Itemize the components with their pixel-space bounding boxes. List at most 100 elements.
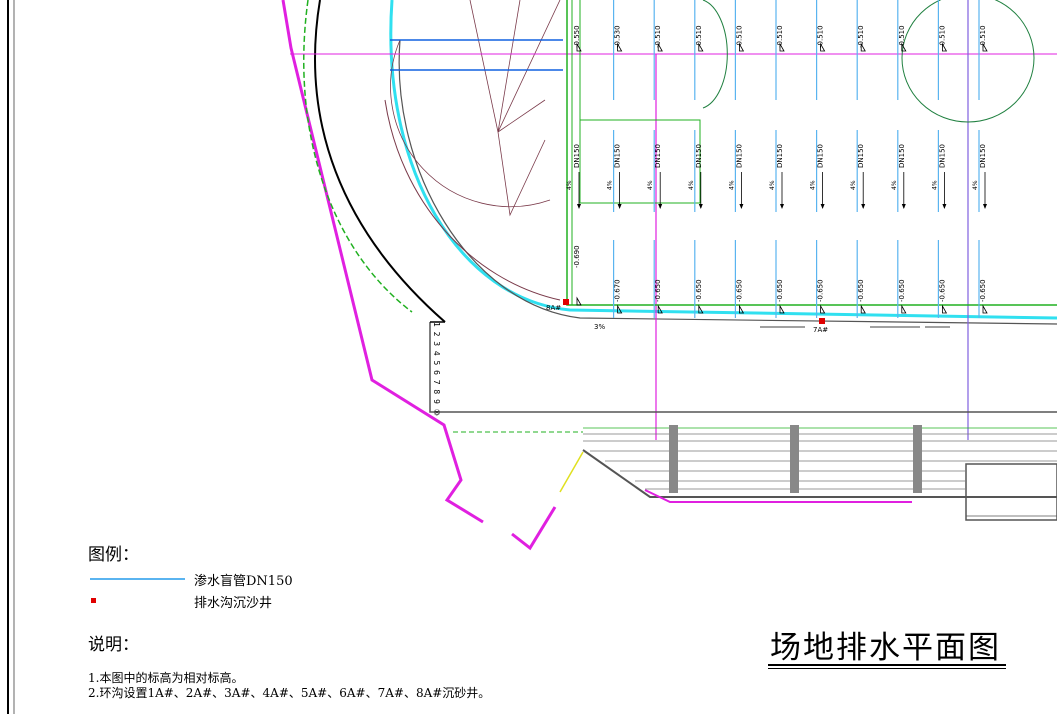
stand-rows — [583, 427, 1057, 490]
title-underline-thin — [768, 668, 1006, 669]
legend-item-drain-well: 排水沟沉沙井 — [194, 596, 273, 611]
elevation-top-label: -0.510 — [898, 25, 906, 48]
slope-arrow-head — [577, 204, 581, 209]
notes-title: 说明： — [88, 635, 139, 655]
site-boundary-magenta — [281, 0, 484, 524]
elevation-bottom-label: -0.650 — [817, 279, 825, 302]
slope-arrow-head — [861, 204, 866, 209]
elevation-top-marker — [942, 42, 948, 52]
elevation-bottom-marker — [820, 304, 826, 314]
elevation-top-label: -0.510 — [654, 25, 662, 48]
drawing-title: 场地排水平面图 — [770, 630, 1001, 666]
slope-label: 4% — [972, 180, 979, 190]
slope-arrow-head — [983, 204, 987, 209]
slope-arrow-head — [698, 204, 703, 209]
well-label-8a: 8A# — [546, 304, 561, 312]
elevation-top-label: -0.550 — [573, 25, 581, 48]
elevation-bottom-marker — [982, 304, 988, 314]
well-label-7a: 7A# — [813, 326, 828, 334]
slope-arrow-head — [617, 204, 622, 209]
elevation-bottom-marker — [576, 296, 582, 306]
elevation-top-marker — [657, 42, 663, 52]
slope-label: 4% — [688, 180, 695, 190]
slope-label: 4% — [850, 180, 857, 190]
legend-item-infiltration-pipe: 渗水盲管DN150 — [194, 574, 293, 589]
pipe-size-label: DN150 — [573, 144, 581, 168]
pipe-size-label: DN150 — [614, 144, 622, 168]
elevation-bottom-marker — [698, 304, 704, 314]
slope-arrow-head — [658, 204, 663, 209]
elevation-top-marker — [901, 42, 907, 52]
slope-arrow-head — [942, 204, 947, 209]
pipe-size-label: DN150 — [735, 144, 743, 168]
elevation-bottom-marker — [942, 304, 948, 314]
slope-ring-label: 3% — [594, 323, 605, 331]
elevation-bottom-marker — [617, 304, 623, 314]
pipe-size-label: DN150 — [979, 144, 987, 168]
elevation-bottom-label: -0.650 — [857, 279, 865, 302]
track-brown-arc — [384, 99, 561, 301]
drain-well-7a — [819, 318, 825, 324]
elevation-top-label: -0.510 — [735, 25, 743, 48]
elevation-top-label: -0.510 — [938, 25, 946, 48]
elevation-bottom-label: -0.650 — [979, 279, 987, 302]
elevation-bottom-label: -0.650 — [654, 279, 662, 302]
pipe-size-label: DN150 — [776, 144, 784, 168]
slope-label: 4% — [566, 180, 573, 190]
pipe-size-label: DN150 — [817, 144, 825, 168]
field-inner-green — [579, 0, 701, 204]
elevation-bottom-label: -0.650 — [735, 279, 743, 302]
stand-column-1 — [669, 425, 678, 493]
elevation-top-label: -0.530 — [614, 25, 622, 48]
note-2: 2.环沟设置1A#、2A#、3A#、4A#、5A#、6A#、7A#、8A#沉砂井… — [88, 686, 491, 700]
elevation-bottom-marker — [657, 304, 663, 314]
elevation-bottom-label: -0.670 — [614, 279, 622, 302]
stand-diagonal — [582, 449, 1057, 498]
pipe-size-label: DN150 — [857, 144, 865, 168]
slope-label: 4% — [891, 180, 898, 190]
track-brown-fan — [469, 0, 561, 217]
legend-title: 图例： — [88, 545, 139, 565]
note-1: 1.本图中的标高为相对标高。 — [88, 671, 244, 685]
stand-column-2 — [790, 425, 799, 493]
site-boundary-magenta-2 — [511, 506, 557, 551]
drainage-pipe-columns: -0.550 -0.690 DN150 4% -0.530 -0.670 DN150 4% -0… — [566, 0, 988, 318]
drain-well-8a — [563, 299, 569, 305]
stand-magenta-bottom — [644, 489, 912, 503]
elevation-top-marker — [617, 42, 623, 52]
elevation-bottom-label: -0.650 — [898, 279, 906, 302]
elevation-top-label: -0.510 — [817, 25, 825, 48]
yellow-link — [559, 451, 584, 493]
slope-arrow-head — [739, 204, 744, 209]
elevation-bottom-label: -0.650 — [938, 279, 946, 302]
track-outer-black — [314, 0, 446, 323]
penalty-arc-left — [702, 0, 728, 109]
elevation-bottom-label: -0.650 — [695, 279, 703, 302]
slope-label: 4% — [647, 180, 654, 190]
elevation-top-label: -0.510 — [857, 25, 865, 48]
elevation-top-marker — [698, 42, 704, 52]
elevation-top-label: -0.510 — [776, 25, 784, 48]
elevation-bottom-marker — [779, 304, 785, 314]
track-brown-circle — [390, 39, 551, 207]
stand-column-3 — [913, 425, 922, 493]
pipe-size-label: DN150 — [695, 144, 703, 168]
slope-label: 4% — [728, 180, 735, 190]
slope-arrow-head — [820, 204, 825, 209]
drain-well-square-icon — [91, 598, 96, 603]
stand-building — [965, 463, 1057, 521]
elevation-top-marker — [576, 42, 582, 52]
elevation-bottom-label: -0.690 — [573, 245, 581, 268]
elevation-top-label: -0.510 — [979, 25, 987, 48]
center-circle — [901, 0, 1035, 123]
elevation-top-marker — [860, 42, 866, 52]
elevation-top-marker — [982, 42, 988, 52]
elevation-top-label: -0.510 — [695, 25, 703, 48]
elevation-bottom-marker — [739, 304, 745, 314]
elevation-bottom-marker — [901, 304, 907, 314]
elevation-top-marker — [820, 42, 826, 52]
slope-arrow-head — [780, 204, 784, 209]
elevation-top-marker — [779, 42, 785, 52]
seat-numbers: 1 2 3 4 5 6 7 8 9 ⑩ — [432, 322, 441, 416]
